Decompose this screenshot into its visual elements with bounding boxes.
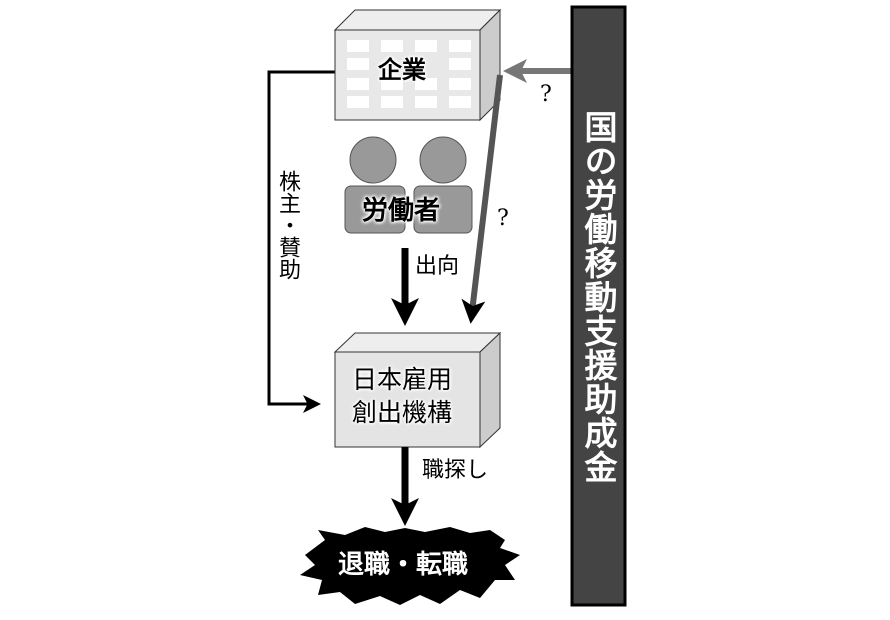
question-mark-1: ? <box>540 82 552 107</box>
company-to-jec-arrow <box>461 74 503 324</box>
question-mark-2: ? <box>497 206 509 231</box>
jec-label-line1: 日本雇用 <box>352 365 453 394</box>
job-search-label: 職探し <box>422 458 489 483</box>
jec-building-icon <box>333 331 502 449</box>
outcome-starburst <box>300 527 520 605</box>
jec-label-line2: 創出機構 <box>352 398 453 427</box>
shareholder-label: 株主・賛助 <box>275 170 300 280</box>
company-label: 企業 <box>378 56 426 84</box>
subsidy-bar-label: 国の労働移動支援助成金 <box>579 110 618 484</box>
shareholder-connector <box>267 70 336 413</box>
workers-icon <box>344 136 473 234</box>
subsidy-bar <box>570 5 627 607</box>
outcome-label: 退職・転職 <box>338 550 469 580</box>
workers-label: 労働者 <box>362 196 441 226</box>
secondment-label: 出向 <box>415 254 460 279</box>
